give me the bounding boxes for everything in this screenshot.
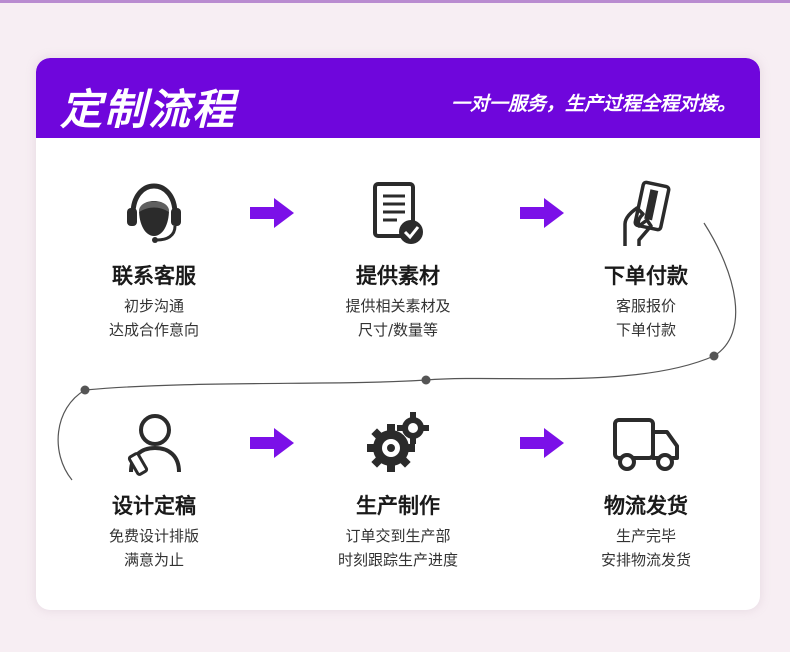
headset-icon	[119, 180, 189, 250]
hand-card-icon	[611, 180, 681, 250]
top-accent-strip	[0, 0, 790, 3]
flow-dot	[80, 385, 90, 395]
arrow-right-icon	[250, 198, 294, 228]
step-order-payment: 下单付款 客服报价 下单付款	[546, 180, 746, 350]
step-title: 物流发货	[604, 494, 688, 518]
page-subtitle: 一对一服务，生产过程全程对接。	[450, 93, 736, 115]
flow-dot	[709, 351, 719, 361]
step-provide-materials: 提供素材 提供相关素材及 尺寸/数量等	[298, 180, 498, 350]
step-production: 生产制作 订单交到生产部 时刻跟踪生产进度	[298, 410, 498, 580]
page-title: 定制流程	[60, 85, 237, 134]
step-description: 初步沟通 达成合作意向	[108, 297, 199, 339]
designer-icon	[119, 410, 189, 480]
step-shipping: 物流发货 生产完毕 安排物流发货	[546, 410, 746, 580]
step-title: 生产制作	[356, 494, 440, 518]
arrow-right-icon	[250, 428, 294, 458]
step-design-finalize: 设计定稿 免费设计排版 满意为止	[54, 410, 254, 580]
arrow-right-icon	[520, 428, 564, 458]
step-description: 免费设计排版 满意为止	[108, 527, 199, 569]
arrow-right-icon	[520, 198, 564, 228]
step-description: 生产完毕 安排物流发货	[600, 527, 691, 569]
process-card: 定制流程 一对一服务，生产过程全程对接。 联系客服 初步沟通 达成合作意向	[36, 58, 760, 610]
step-description: 客服报价 下单付款	[615, 297, 676, 339]
step-contact-service: 联系客服 初步沟通 达成合作意向	[54, 180, 254, 350]
gears-icon	[363, 410, 433, 480]
truck-icon	[611, 410, 681, 480]
document-check-icon	[363, 180, 433, 250]
flow-connector-line	[57, 222, 737, 481]
process-header: 定制流程 一对一服务，生产过程全程对接。	[36, 58, 760, 138]
step-title: 设计定稿	[112, 494, 196, 518]
step-description: 提供相关素材及 尺寸/数量等	[345, 297, 451, 339]
step-title: 联系客服	[112, 264, 196, 288]
flow-dot	[421, 375, 431, 385]
step-description: 订单交到生产部 时刻跟踪生产进度	[337, 527, 458, 569]
step-title: 提供素材	[356, 264, 440, 288]
step-title: 下单付款	[604, 264, 688, 288]
